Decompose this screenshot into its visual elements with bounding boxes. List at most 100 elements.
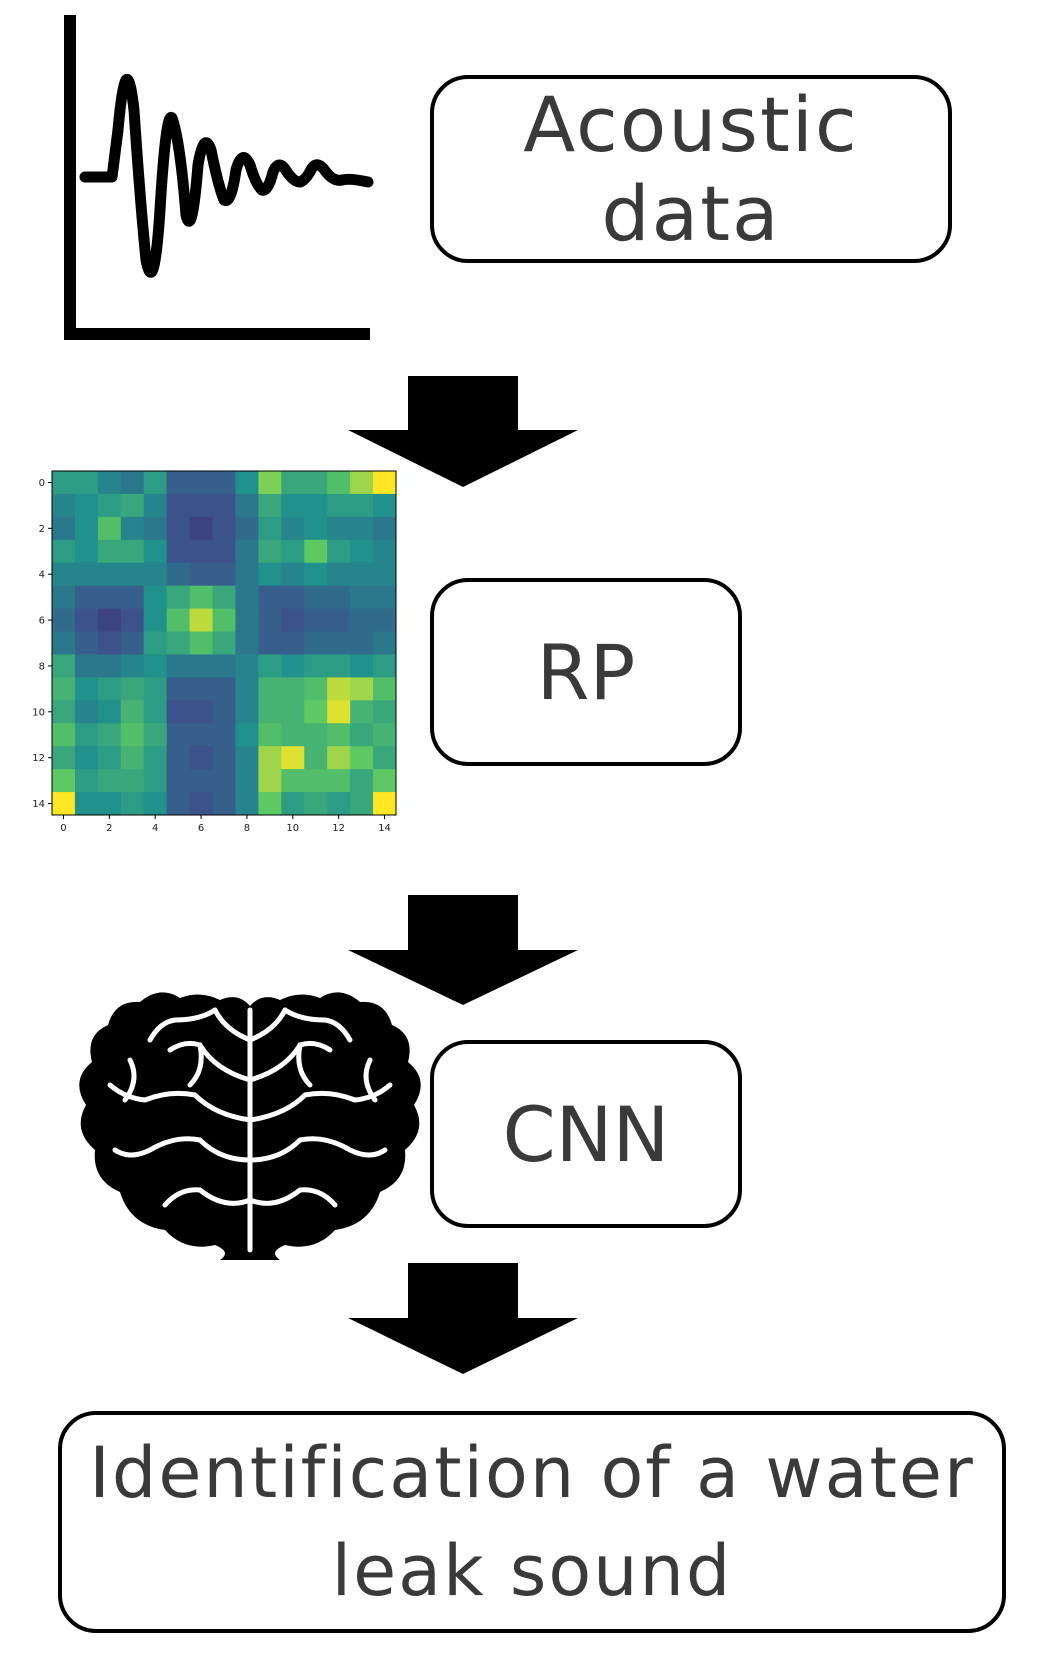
- heatmap-frame: [51, 470, 397, 816]
- heatmap-cell: [281, 746, 305, 770]
- heatmap-cell: [143, 677, 168, 701]
- heatmap-cell: [52, 493, 76, 518]
- heatmap-cell: [235, 516, 259, 541]
- heatmap-cell: [373, 585, 397, 610]
- heatmap-cell: [281, 654, 305, 678]
- heatmap-cell: [304, 631, 328, 655]
- heatmap-cell: [120, 769, 145, 793]
- heatmap-y-tick-label: 14: [32, 799, 45, 810]
- arrow-down-3: [348, 1263, 578, 1374]
- heatmap-cell: [120, 723, 145, 747]
- heatmap-cell: [350, 493, 374, 518]
- heatmap-cell: [373, 608, 397, 633]
- heatmap-cell: [120, 493, 145, 518]
- heatmap-cell: [52, 516, 76, 541]
- heatmap-cell: [74, 654, 99, 678]
- heatmap-cell: [166, 471, 191, 495]
- heatmap-cell: [327, 539, 351, 564]
- heatmap-cell: [350, 608, 374, 633]
- heatmap-cell: [258, 700, 282, 724]
- heatmap-cell: [281, 493, 305, 518]
- heatmap-cell: [52, 677, 76, 701]
- arrow-down-1: [348, 376, 578, 487]
- heatmap-cell: [143, 792, 168, 816]
- heatmap-y-tick-label: 4: [39, 570, 45, 581]
- heatmap-cell: [189, 516, 214, 541]
- heatmap-cell: [97, 608, 122, 633]
- heatmap-cell: [120, 539, 145, 564]
- heatmap-cell: [258, 746, 282, 770]
- heatmap-cell: [281, 723, 305, 747]
- heatmap-cell: [373, 493, 397, 518]
- heatmap-x-tick-label: 4: [152, 823, 158, 834]
- heatmap-cell: [52, 792, 76, 816]
- arrow-down-2: [348, 895, 578, 1005]
- heatmap-cell: [189, 746, 214, 770]
- heatmap-cell: [143, 769, 168, 793]
- heatmap-cell: [143, 608, 168, 633]
- heatmap-cell: [350, 471, 374, 495]
- heatmap-cell: [235, 471, 259, 495]
- heatmap-cell: [52, 562, 76, 587]
- heatmap-cell: [304, 654, 328, 678]
- heatmap-cell: [189, 585, 214, 610]
- heatmap-cell: [235, 723, 259, 747]
- heatmap-y-tick-label: 10: [32, 707, 45, 718]
- heatmap-cell: [97, 539, 122, 564]
- heatmap-cell: [166, 700, 191, 724]
- heatmap-cell: [235, 631, 259, 655]
- heatmap-cell: [97, 792, 122, 816]
- brain-folds: [107, 1007, 393, 1253]
- heatmap-cell: [74, 608, 99, 633]
- step-result: Identification of a water leak sound: [58, 1411, 1006, 1633]
- heatmap-cell: [166, 677, 191, 701]
- heatmap-x-tick-label: 14: [378, 823, 391, 834]
- heatmap-cell: [304, 493, 328, 518]
- heatmap-cell: [189, 608, 214, 633]
- heatmap-cell: [373, 700, 397, 724]
- heatmap-cell: [350, 746, 374, 770]
- heatmap-cell: [258, 516, 282, 541]
- step-acoustic-data: Acoustic data: [430, 75, 952, 263]
- heatmap-cell: [235, 608, 259, 633]
- heatmap-cell: [350, 562, 374, 587]
- heatmap-cell: [281, 539, 305, 564]
- heatmap-cell: [327, 471, 351, 495]
- heatmap-cell: [97, 562, 122, 587]
- heatmap-cell: [120, 700, 145, 724]
- heatmap-cell: [189, 677, 214, 701]
- heatmap-cell: [189, 562, 214, 587]
- heatmap-cell: [97, 631, 122, 655]
- heatmap-cell: [52, 608, 76, 633]
- heatmap-cell: [304, 471, 328, 495]
- heatmap-cell: [235, 585, 259, 610]
- heatmap-cell: [235, 792, 259, 816]
- heatmap-cell: [235, 562, 259, 587]
- heatmap-cell: [327, 516, 351, 541]
- heatmap-cell: [281, 769, 305, 793]
- heatmap-cell: [373, 631, 397, 655]
- heatmap-cell: [189, 700, 214, 724]
- heatmap-cell: [350, 792, 374, 816]
- heatmap-cell: [281, 585, 305, 610]
- heatmap-cell: [350, 516, 374, 541]
- heatmap-cell: [74, 493, 99, 518]
- heatmap-cell: [212, 769, 236, 793]
- heatmap-cell: [52, 585, 76, 610]
- heatmap-cell: [74, 700, 99, 724]
- heatmap-cell: [212, 608, 236, 633]
- heatmap-cell: [235, 769, 259, 793]
- heatmap-cell: [74, 723, 99, 747]
- heatmap-cell: [143, 539, 168, 564]
- heatmap-cell: [166, 539, 191, 564]
- heatmap-cell: [120, 516, 145, 541]
- heatmap-cell: [52, 746, 76, 770]
- heatmap-cell: [189, 539, 214, 564]
- heatmap-cell: [281, 792, 305, 816]
- heatmap-cell: [120, 792, 145, 816]
- heatmap-cell: [304, 516, 328, 541]
- heatmap-cell: [212, 562, 236, 587]
- heatmap-cell: [189, 471, 214, 495]
- heatmap-cell: [304, 608, 328, 633]
- heatmap-cell: [327, 585, 351, 610]
